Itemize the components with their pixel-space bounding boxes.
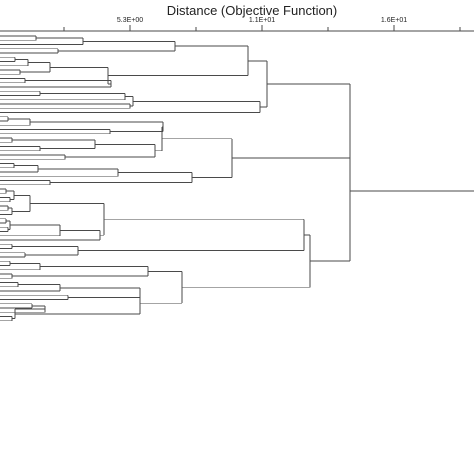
tick-label: 1.1E+01 [249,17,275,24]
tick-label: 1.6E+01 [381,17,407,24]
tick-label: 5.3E+00 [117,17,143,24]
top-axis: 5.3E+00 1.1E+01 1.6E+01 [0,17,474,32]
axis-title: Distance (Objective Function) [167,3,338,18]
dendrogram-tree [0,35,474,322]
